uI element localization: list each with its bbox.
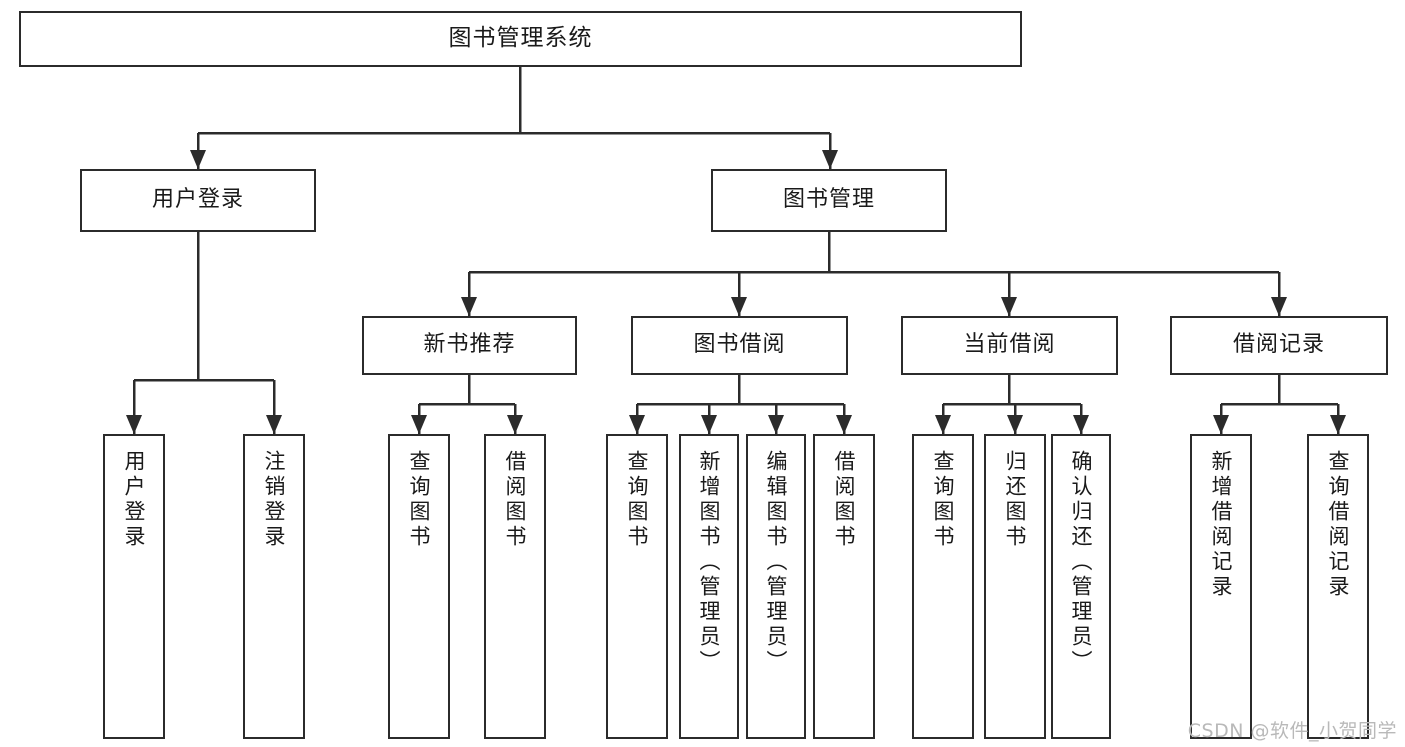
node-label-root: 图书管理系统 [448, 25, 593, 52]
node-label-leaf-query-book-1: 查询图书 [407, 450, 432, 550]
node-label-book-borrow: 图书借阅 [693, 332, 786, 358]
node-label-leaf-query-book-2: 查询图书 [625, 450, 650, 550]
node-leaf-query-book-1[interactable]: 查询图书 [388, 434, 450, 739]
node-leaf-query-record[interactable]: 查询借阅记录 [1307, 434, 1369, 739]
node-label-leaf-confirm-return: 确认归还（管理员） [1069, 450, 1094, 675]
node-new-book-rec[interactable]: 新书推荐 [362, 316, 577, 375]
node-leaf-user-login[interactable]: 用户登录 [103, 434, 165, 739]
node-label-leaf-borrow-book-1: 借阅图书 [503, 450, 528, 550]
node-label-leaf-query-record: 查询借阅记录 [1326, 450, 1351, 600]
node-borrow-record[interactable]: 借阅记录 [1170, 316, 1388, 375]
node-leaf-borrow-book-2[interactable]: 借阅图书 [813, 434, 875, 739]
node-user-login[interactable]: 用户登录 [80, 169, 316, 232]
node-label-leaf-add-record: 新增借阅记录 [1209, 450, 1234, 600]
node-leaf-query-book-2[interactable]: 查询图书 [606, 434, 668, 739]
node-label-leaf-edit-book: 编辑图书（管理员） [764, 450, 789, 675]
watermark-text: CSDN @软件_小贺同学 [1187, 720, 1397, 742]
node-book-manage[interactable]: 图书管理 [711, 169, 947, 232]
node-label-leaf-borrow-book-2: 借阅图书 [832, 450, 857, 550]
node-leaf-confirm-return[interactable]: 确认归还（管理员） [1051, 434, 1111, 739]
node-label-current-borrow: 当前借阅 [963, 332, 1056, 358]
node-leaf-borrow-book-1[interactable]: 借阅图书 [484, 434, 546, 739]
node-label-borrow-record: 借阅记录 [1232, 332, 1325, 358]
node-label-leaf-logout: 注销登录 [262, 450, 287, 550]
node-current-borrow[interactable]: 当前借阅 [901, 316, 1118, 375]
node-label-book-manage: 图书管理 [782, 187, 875, 213]
node-label-leaf-user-login: 用户登录 [122, 450, 147, 550]
node-leaf-edit-book[interactable]: 编辑图书（管理员） [746, 434, 806, 739]
node-leaf-logout[interactable]: 注销登录 [243, 434, 305, 739]
node-leaf-add-book[interactable]: 新增图书（管理员） [679, 434, 739, 739]
node-label-new-book-rec: 新书推荐 [423, 332, 516, 358]
node-label-user-login: 用户登录 [151, 187, 244, 213]
node-label-leaf-add-book: 新增图书（管理员） [697, 450, 722, 675]
node-leaf-return-book[interactable]: 归还图书 [984, 434, 1046, 739]
node-book-borrow[interactable]: 图书借阅 [631, 316, 848, 375]
node-root[interactable]: 图书管理系统 [19, 11, 1022, 67]
node-leaf-query-book-3[interactable]: 查询图书 [912, 434, 974, 739]
node-leaf-add-record[interactable]: 新增借阅记录 [1190, 434, 1252, 739]
node-label-leaf-return-book: 归还图书 [1003, 450, 1028, 550]
node-label-leaf-query-book-3: 查询图书 [931, 450, 956, 550]
